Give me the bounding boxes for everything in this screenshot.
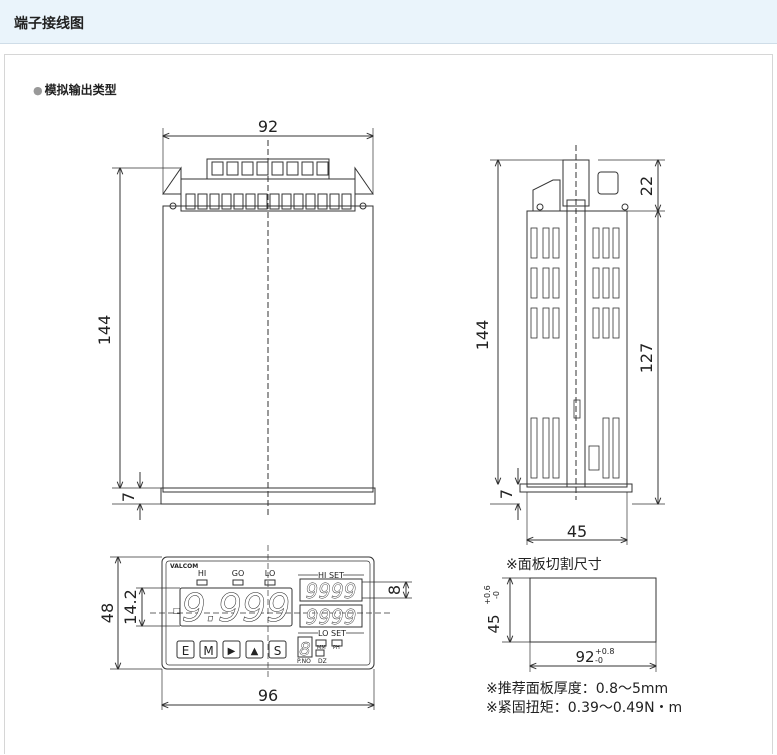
- side-dim-labels: 144 22 127 7 45: [473, 176, 656, 541]
- dim-front-width: 92: [258, 117, 278, 136]
- dim-front-bezel: 7: [119, 492, 138, 502]
- hi-set-value: 9999: [306, 579, 357, 603]
- dim-side-height: 144: [473, 320, 492, 351]
- dim-digit-height: 8: [385, 585, 404, 595]
- terminal-screws-lower: [185, 193, 352, 210]
- content-panel: [4, 54, 773, 754]
- note-panel-thickness: ※推荐面板厚度：0.8～5mm: [486, 681, 669, 697]
- lamp-hi-label: HI: [198, 569, 206, 578]
- cutout-view: [502, 578, 656, 672]
- key-right-label: ▶: [228, 646, 236, 657]
- lo-set-display: [299, 604, 363, 628]
- side-body: [526, 210, 628, 488]
- dim-panel-height: 48: [98, 603, 117, 623]
- page-header: 端子接线图: [0, 0, 777, 44]
- dim-side-top: 22: [637, 176, 656, 196]
- key-s[interactable]: [268, 640, 287, 659]
- cutout-width: 92: [575, 648, 594, 666]
- front-dim-labels: 92 144 7: [95, 117, 278, 502]
- lamp-hi: [196, 579, 208, 586]
- cutout-height: 45: [485, 614, 503, 633]
- lamp-go: [232, 579, 244, 586]
- brand-logo: VALCOM: [170, 563, 198, 570]
- side-view: [490, 145, 665, 545]
- page-title: 端子接线图: [14, 16, 84, 32]
- key-s-label: S: [274, 644, 282, 658]
- key-m-label: M: [203, 644, 213, 658]
- mm-label: MM: [317, 645, 326, 651]
- cutout-title: ※面板切割尺寸: [506, 556, 602, 573]
- dim-panel-width: 96: [258, 686, 278, 705]
- lamp-lo-label: LO: [265, 569, 275, 578]
- hi-set-display: [299, 578, 363, 602]
- dim-display-height: 14.2: [121, 589, 140, 625]
- panel-front: [110, 545, 412, 710]
- ph-label: PH: [333, 645, 340, 651]
- panel-dim-labels: 48 14.2 8 96: [98, 585, 404, 705]
- key-m[interactable]: [199, 640, 218, 659]
- pno-display: [297, 636, 313, 658]
- cutout-width-tol-upper: +0.8: [595, 647, 614, 656]
- section-heading: ●模拟输出类型: [33, 81, 117, 98]
- vent-slots: [530, 227, 620, 479]
- panel-texts: VALCOM HI GO LO □ 9.999 HI SET 9999 9999…: [170, 563, 357, 665]
- cutout-height-tol-upper: +0.6: [483, 585, 492, 604]
- dim-front-height: 144: [95, 315, 114, 346]
- key-e[interactable]: [176, 640, 195, 659]
- side-bracket-left: [532, 179, 561, 211]
- lamp-go-label: GO: [232, 569, 245, 578]
- notes: ※推荐面板厚度：0.8～5mm ※紧固扭矩：0.39～0.49N・m: [486, 680, 682, 718]
- terminal-screws-top: [211, 161, 329, 176]
- main-display: [179, 587, 293, 627]
- note-torque: ※紧固扭矩：0.39～0.49N・m: [486, 700, 683, 716]
- cutout-texts: ※面板切割尺寸 45 +0.6 -0 92 +0.8 -0: [483, 556, 614, 666]
- right-bracket: [354, 166, 374, 195]
- pno-digit: 8: [299, 639, 310, 660]
- side-connector: [597, 171, 619, 195]
- left-bracket: [162, 166, 182, 195]
- lamp-lo: [264, 579, 276, 586]
- main-reading: 9.999: [182, 586, 291, 630]
- hi-set-label: HI SET: [318, 571, 344, 580]
- key-right[interactable]: [222, 640, 241, 659]
- cutout-rect: [529, 577, 657, 643]
- key-e-label: E: [182, 644, 190, 658]
- dim-side-depth: 45: [567, 522, 587, 541]
- pno-label: P.NO: [297, 658, 311, 665]
- dz-label: DZ: [318, 658, 327, 665]
- dim-side-body: 127: [637, 343, 656, 374]
- lo-set-label: LO SET: [318, 629, 346, 638]
- cutout-width-tol-lower: -0: [595, 656, 603, 665]
- key-up[interactable]: [245, 640, 264, 659]
- front-view: [112, 128, 376, 520]
- bullet-icon: ●: [33, 84, 43, 97]
- key-up-label: ▲: [251, 646, 259, 657]
- section-title: 模拟输出类型: [44, 83, 117, 97]
- lo-set-value: 9999: [306, 605, 357, 629]
- unit-mark: □: [173, 606, 181, 615]
- dim-side-bezel: 7: [497, 489, 516, 499]
- cutout-height-tol-lower: -0: [492, 591, 501, 599]
